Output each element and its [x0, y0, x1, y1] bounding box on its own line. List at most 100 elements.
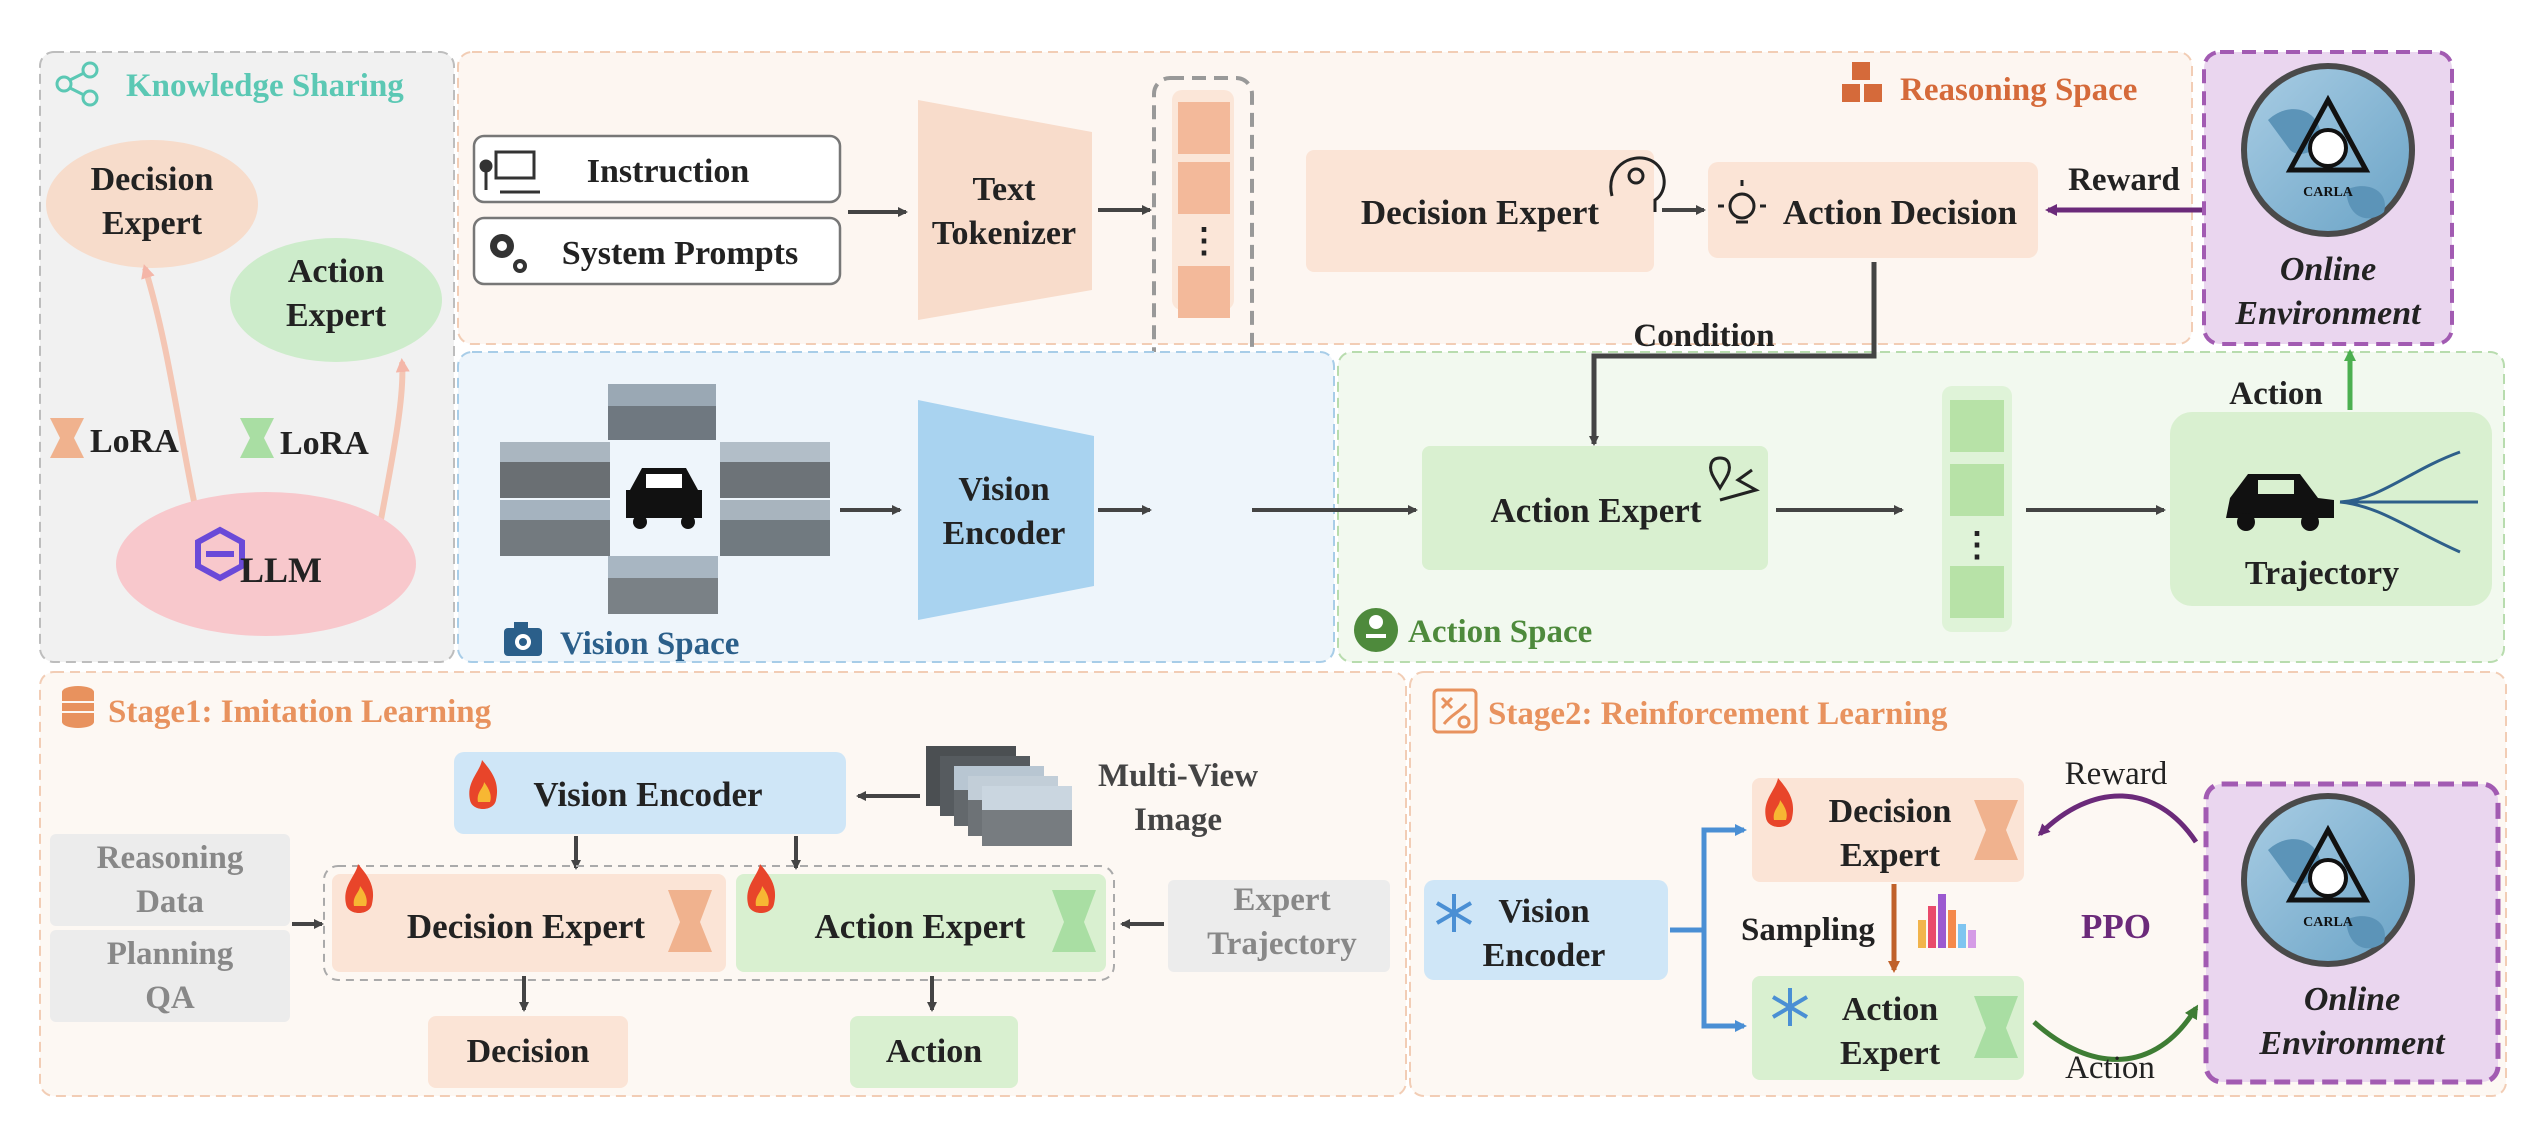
action-token-2	[1950, 464, 2004, 516]
camera-icon	[504, 622, 542, 656]
fire-icon-s1-decision	[345, 864, 374, 913]
s2-action-expert-box	[1752, 976, 2024, 1080]
histogram-icon	[1918, 894, 1976, 948]
expert-trajectory-line1: Expert	[1233, 882, 1330, 918]
decision-output-label: Decision	[467, 1033, 590, 1070]
stage2-panel: Stage2: Reinforcement Learning Vision En…	[1409, 671, 2507, 1097]
snowflake-icon-s2-vision	[1435, 894, 1473, 932]
ks-decision-expert-line2: Expert	[102, 205, 203, 242]
snowflake-icon-s2-action	[1771, 988, 1809, 1026]
knowledge-sharing-title: Knowledge Sharing	[126, 68, 404, 104]
lora-arrow-left	[141, 264, 203, 531]
planning-qa-line1: Planning	[107, 936, 234, 972]
s2-vision-encoder-box	[1424, 880, 1668, 980]
s2-vision-encoder-line1: Vision	[1498, 893, 1589, 930]
lora-icon-s1-decision	[668, 890, 712, 952]
decision-expert-box	[1306, 150, 1654, 272]
text-tokenizer-line1: Text	[973, 171, 1037, 208]
gears-icon	[490, 234, 527, 273]
carla-logo-text-top: CARLA	[2303, 185, 2354, 200]
action-token-1	[1950, 400, 2004, 452]
fire-icon-s2-decision	[1765, 778, 1794, 827]
reward-arc	[2037, 793, 2199, 844]
decision-output-box	[428, 1016, 628, 1088]
text-tokenizer-shape	[918, 100, 1092, 320]
text-token-1	[1178, 102, 1230, 154]
condition-label: Condition	[1633, 318, 1774, 354]
reasoning-data-line1: Reasoning	[97, 840, 244, 876]
s2-vision-encoder-line2: Encoder	[1483, 937, 1606, 974]
share-icon	[55, 61, 99, 107]
lora-icon-left	[50, 418, 84, 458]
ppo-label: PPO	[2081, 907, 2151, 946]
action-expert-bubble	[230, 238, 442, 362]
text-token-2	[1178, 162, 1230, 214]
sampling-label: Sampling	[1741, 912, 1875, 948]
s1-decision-expert-label: Decision Expert	[407, 907, 646, 946]
lora-icon-right	[240, 418, 274, 458]
system-prompts-label: System Prompts	[562, 235, 798, 272]
lora-icon-s1-action	[1052, 890, 1096, 952]
online-env-bottom-line2: Environment	[2258, 1025, 2446, 1062]
car-trajectory-icon	[2226, 450, 2478, 554]
s1-action-expert-label: Action Expert	[815, 907, 1026, 946]
abc-blocks-icon	[1842, 62, 1882, 102]
action-expert-box	[1422, 446, 1768, 570]
head-brain-icon	[1609, 156, 1666, 212]
online-env-top-line2: Environment	[2234, 295, 2422, 332]
location-pin-icon	[1354, 608, 1398, 652]
car-icon	[626, 468, 702, 529]
stage2-title: Stage2: Reinforcement Learning	[1488, 696, 1948, 732]
s2-action-label: Action	[2065, 1050, 2155, 1086]
online-env-top-line1: Online	[2280, 251, 2376, 288]
s2-action-expert-line1: Action	[1842, 991, 1938, 1028]
s2-branch-arrow-up	[1670, 824, 1747, 933]
action-space-panel: Condition Action Expert ⋮ Trajectory Act…	[1252, 262, 2505, 663]
vision-encoder-line2: Encoder	[943, 515, 1066, 552]
ks-decision-expert-line1: Decision	[91, 161, 214, 198]
planning-qa-line2: QA	[145, 980, 195, 1016]
s1-vision-encoder-box	[454, 752, 846, 834]
action-decision-box	[1708, 162, 2038, 258]
multi-view-image-stack	[926, 746, 1072, 846]
reasoning-space-title: Reasoning Space	[1900, 72, 2137, 108]
multi-view-line1: Multi-View	[1098, 758, 1258, 794]
reward-label-top: Reward	[2068, 162, 2180, 198]
action-output-label: Action	[886, 1033, 982, 1070]
condition-arrow	[1589, 262, 1877, 446]
lightbulb-icon	[1718, 180, 1766, 224]
llm-bubble	[116, 492, 416, 636]
lora-right-label: LoRA	[280, 425, 369, 462]
s2-branch-arrow-down	[1701, 930, 1747, 1032]
action-arc	[2032, 1004, 2199, 1062]
lora-left-label: LoRA	[90, 423, 179, 460]
s1-vision-encoder-label: Vision Encoder	[533, 775, 762, 814]
online-env-bottom-line1: Online	[2304, 981, 2400, 1018]
s1-decision-expert-box	[332, 874, 726, 972]
s1-experts-group	[323, 865, 1115, 981]
knowledge-sharing-panel: Knowledge Sharing Decision Expert Action…	[39, 51, 455, 663]
text-token-3	[1178, 266, 1230, 318]
instruction-label: Instruction	[587, 153, 750, 190]
fire-icon-s1-vision	[469, 760, 498, 809]
action-space-title: Action Space	[1408, 614, 1592, 650]
llm-logo-icon	[195, 526, 245, 582]
decision-expert-bubble	[46, 140, 258, 268]
s2-decision-expert-line2: Expert	[1840, 837, 1941, 874]
instruction-box	[472, 134, 842, 204]
action-label-top: Action	[2229, 376, 2323, 412]
expert-trajectory-box	[1168, 880, 1390, 972]
action-token-3	[1950, 566, 2004, 618]
llm-label: LLM	[240, 550, 322, 590]
s2-reward-label: Reward	[2065, 756, 2168, 792]
vision-space-panel: Vision Encoder Vision Space	[457, 351, 1335, 663]
strategy-board-icon	[1432, 688, 1478, 734]
action-output-box	[850, 1016, 1018, 1088]
action-expert-label: Action Expert	[1491, 491, 1702, 530]
s2-decision-expert-box	[1752, 778, 2024, 882]
system-prompts-box	[472, 216, 842, 286]
lora-icon-s2-decision	[1974, 800, 2018, 860]
text-token-dots: ⋮	[1187, 223, 1221, 260]
decision-expert-label: Decision Expert	[1361, 193, 1600, 232]
online-environment-top: CARLA Online Environment	[2202, 50, 2454, 346]
